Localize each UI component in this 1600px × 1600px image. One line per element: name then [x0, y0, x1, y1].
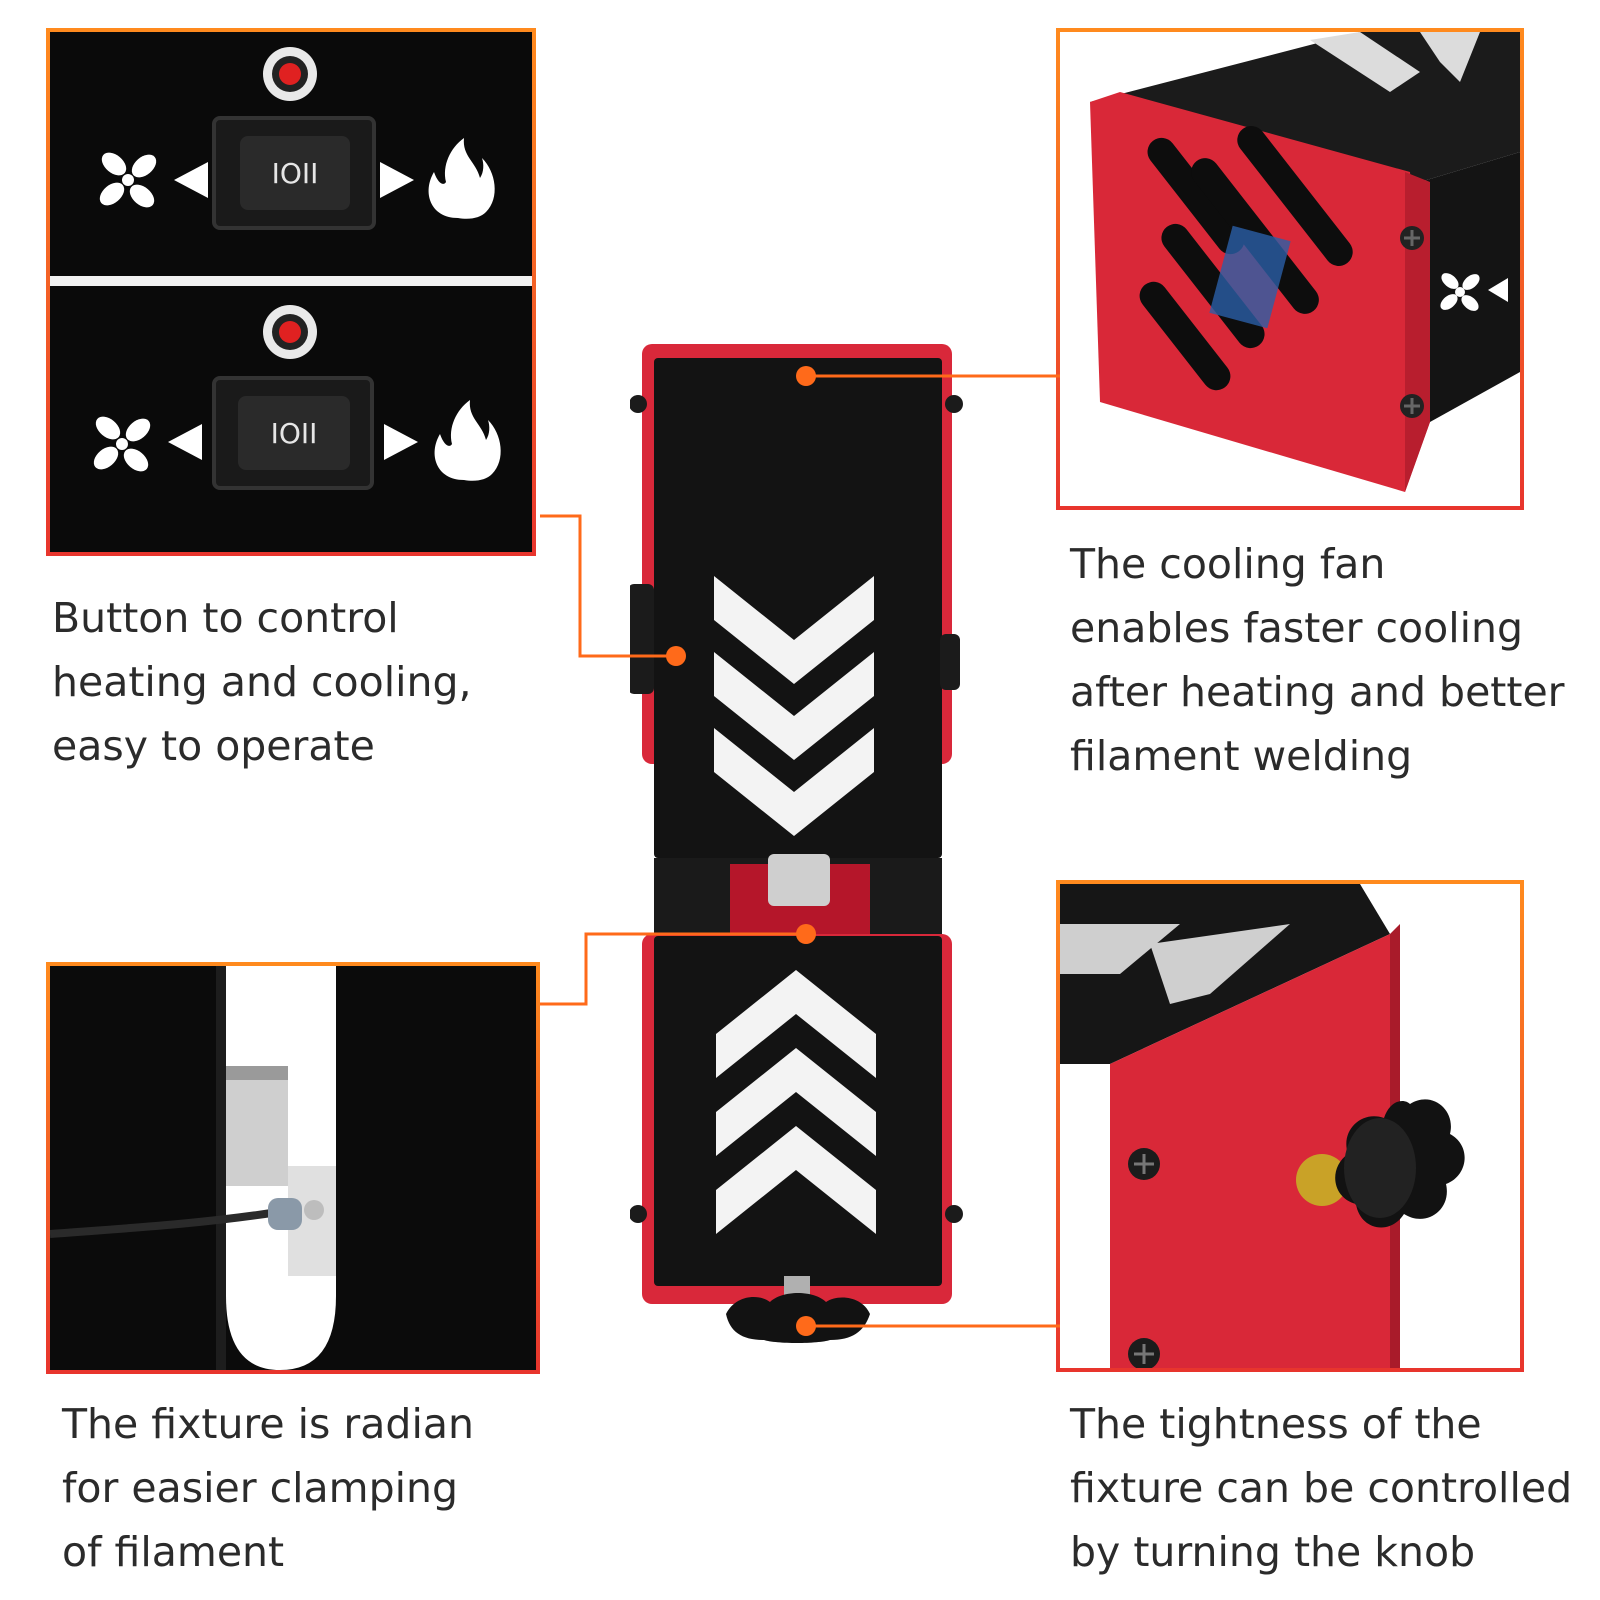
arrow-left-icon: [174, 162, 208, 198]
caption-line: for easier clamping: [62, 1464, 459, 1512]
cooling-fan-panel: [1056, 28, 1524, 510]
caption-line: The cooling fan: [1070, 540, 1386, 588]
caption-line: fixture can be controlled: [1070, 1464, 1573, 1512]
fan-blade: [1209, 225, 1291, 329]
welder-device-image: [630, 344, 963, 1343]
welder-device: [630, 344, 970, 1344]
caption-line: of filament: [62, 1528, 285, 1576]
caption-knob: The tightness of the fixture can be cont…: [1070, 1392, 1572, 1584]
caption-line: enables faster cooling: [1070, 604, 1523, 652]
caption-line: Button to control: [52, 594, 399, 642]
switch-closeup-image: IOII IOII: [50, 32, 532, 552]
chevron-down-icon: [714, 576, 874, 836]
knob-icon[interactable]: [1335, 1099, 1465, 1228]
caption-line: by turning the knob: [1070, 1528, 1476, 1576]
caption-line: The tightness of the: [1070, 1400, 1482, 1448]
fixture-jaw: [226, 1066, 288, 1186]
caption-line: The fixture is radian: [62, 1400, 474, 1448]
arrow-right-icon: [380, 162, 414, 198]
arrow-left-icon: [168, 424, 202, 460]
fixture-closeup-image: [50, 966, 536, 1370]
switch-marking: IOII: [272, 157, 319, 190]
fan-icon: [1440, 273, 1480, 311]
caption-line: after heating and better: [1070, 668, 1565, 716]
indicator-light-icon: [263, 47, 317, 101]
caption-line: filament welding: [1070, 732, 1413, 780]
divider: [50, 276, 532, 286]
fan-icon: [93, 416, 151, 472]
arrow-left-icon: [1488, 278, 1508, 302]
knob-icon[interactable]: [726, 1293, 870, 1343]
filament: [50, 1208, 279, 1238]
caption-line: heating and cooling,: [52, 658, 472, 706]
upper-body: [654, 358, 942, 858]
caption-fixture-shape: The fixture is radian for easier clampin…: [62, 1392, 474, 1584]
knob-panel: [1056, 880, 1524, 1372]
screw-icon: [1128, 1338, 1160, 1368]
caption-line: easy to operate: [52, 722, 375, 770]
caption-cooling-fan: The cooling fan enables faster cooling a…: [1070, 532, 1565, 788]
knob-image: [1060, 884, 1520, 1368]
flame-icon: [428, 138, 495, 219]
cooling-fan-image: [1060, 32, 1520, 506]
side-plate: [1110, 934, 1390, 1368]
screw-icon: [1400, 394, 1424, 418]
clamp-jaw: [768, 854, 830, 906]
switch-marking: IOII: [271, 417, 318, 450]
indicator-light-icon: [263, 305, 317, 359]
filament-sleeve: [268, 1198, 302, 1230]
fan-icon: [99, 152, 157, 208]
side-switch[interactable]: [630, 584, 654, 694]
switch-closeup-panel: IOII IOII: [46, 28, 536, 556]
arrow-right-icon: [384, 424, 418, 460]
flame-icon: [434, 400, 501, 481]
caption-switch-button: Button to control heating and cooling, e…: [52, 586, 472, 778]
screw-icon: [1128, 1148, 1160, 1180]
screw-icon: [1400, 226, 1424, 250]
fixture-closeup-panel: [46, 962, 540, 1374]
